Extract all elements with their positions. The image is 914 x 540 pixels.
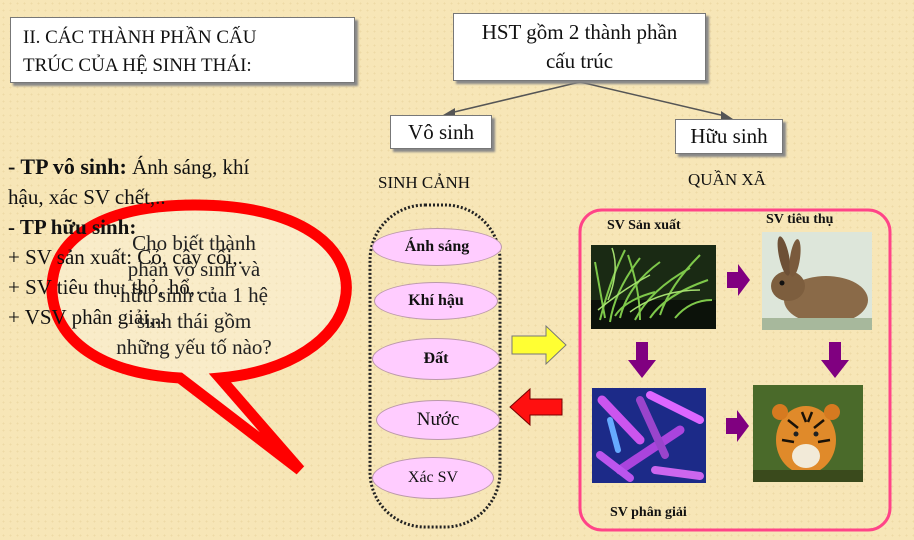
left-line5: + SV tiêu thụ: thỏ, hổ,… [8,275,217,299]
factor-nuoc: Nước [376,400,500,440]
tp-vo-sinh-heading: - TP vô sinh: [8,154,127,179]
bubble-question: Cho biết thành phần vô sinh và hữu sinh … [64,230,324,360]
left-line4: + SV sản xuất: Cỏ, cây cối,. [8,245,243,269]
arrow-producer-to-consumer-icon [727,264,750,296]
connector-arrowhead-right [721,111,733,121]
bubble-line5: những yếu tố nào? [116,335,272,359]
arrow-producer-down-icon [628,342,656,378]
speech-bubble-shape [46,199,352,475]
tp-huu-sinh-heading: - TP hữu sinh: [8,215,137,239]
grass-photo [591,245,716,329]
quan-xa-label: QUẦN XÃ [688,170,766,189]
left-line6: + VSV phân giải,.. [8,305,165,329]
section-title-box: II. CÁC THÀNH PHẦN CẤU TRÚC CỦA HỆ SINH … [10,17,355,83]
quan-xa-frame [578,208,892,532]
factor-xac-sv: Xác SV [372,457,494,499]
bubble-line1: Cho biết thành [132,231,256,255]
left-line2: hậu, xác SV chết,.. [8,185,166,209]
arrow-decomposer-to-consumer-icon [726,410,749,442]
bacteria-photo [592,388,706,483]
hst-line2: cấu trúc [545,49,614,73]
sv-phan-giai-label: SV phân giải [610,505,687,520]
factor-anh-sang: Ánh sáng [372,228,502,266]
factor-dat: Đất [372,338,500,380]
connector-to-huu-sinh [579,81,726,117]
sv-tieu-thu-label: SV tiêu thụ [766,212,834,227]
bubble-line4: sinh thái gồm [136,309,252,333]
yellow-arrow-right-icon [511,324,567,366]
vo-sinh-box: Vô sinh [390,115,492,149]
connector-to-vo-sinh [449,81,581,114]
sinh-canh-label: SINH CẢNH [378,173,471,192]
huu-sinh-box: Hữu sinh [675,119,783,154]
hst-line1: HST gồm 2 thành phần [481,20,678,44]
bubble-line3: hữu sinh của 1 hệ [120,283,268,307]
sv-san-xuat-label: SV Sản xuất [607,218,681,233]
tiger-photo [753,385,863,482]
section-title-line2: TRÚC CỦA HỆ SINH THÁI: [23,55,252,76]
hst-box: HST gồm 2 thành phần cấu trúc [453,13,706,81]
left-notes: - TP vô sinh: Ánh sáng, khí hậu, xác SV … [8,152,338,332]
red-arrow-left-icon [509,387,563,427]
section-title-line1: II. CÁC THÀNH PHẦN CẤU [23,27,257,48]
sinh-canh-frame [368,203,502,529]
tp-vo-sinh-text: Ánh sáng, khí [126,155,250,179]
factor-khi-hau: Khí hậu [374,282,498,320]
rabbit-photo [762,232,872,330]
arrow-consumer-down-icon [821,342,849,378]
bubble-line2: phần vô sinh và [127,257,261,281]
